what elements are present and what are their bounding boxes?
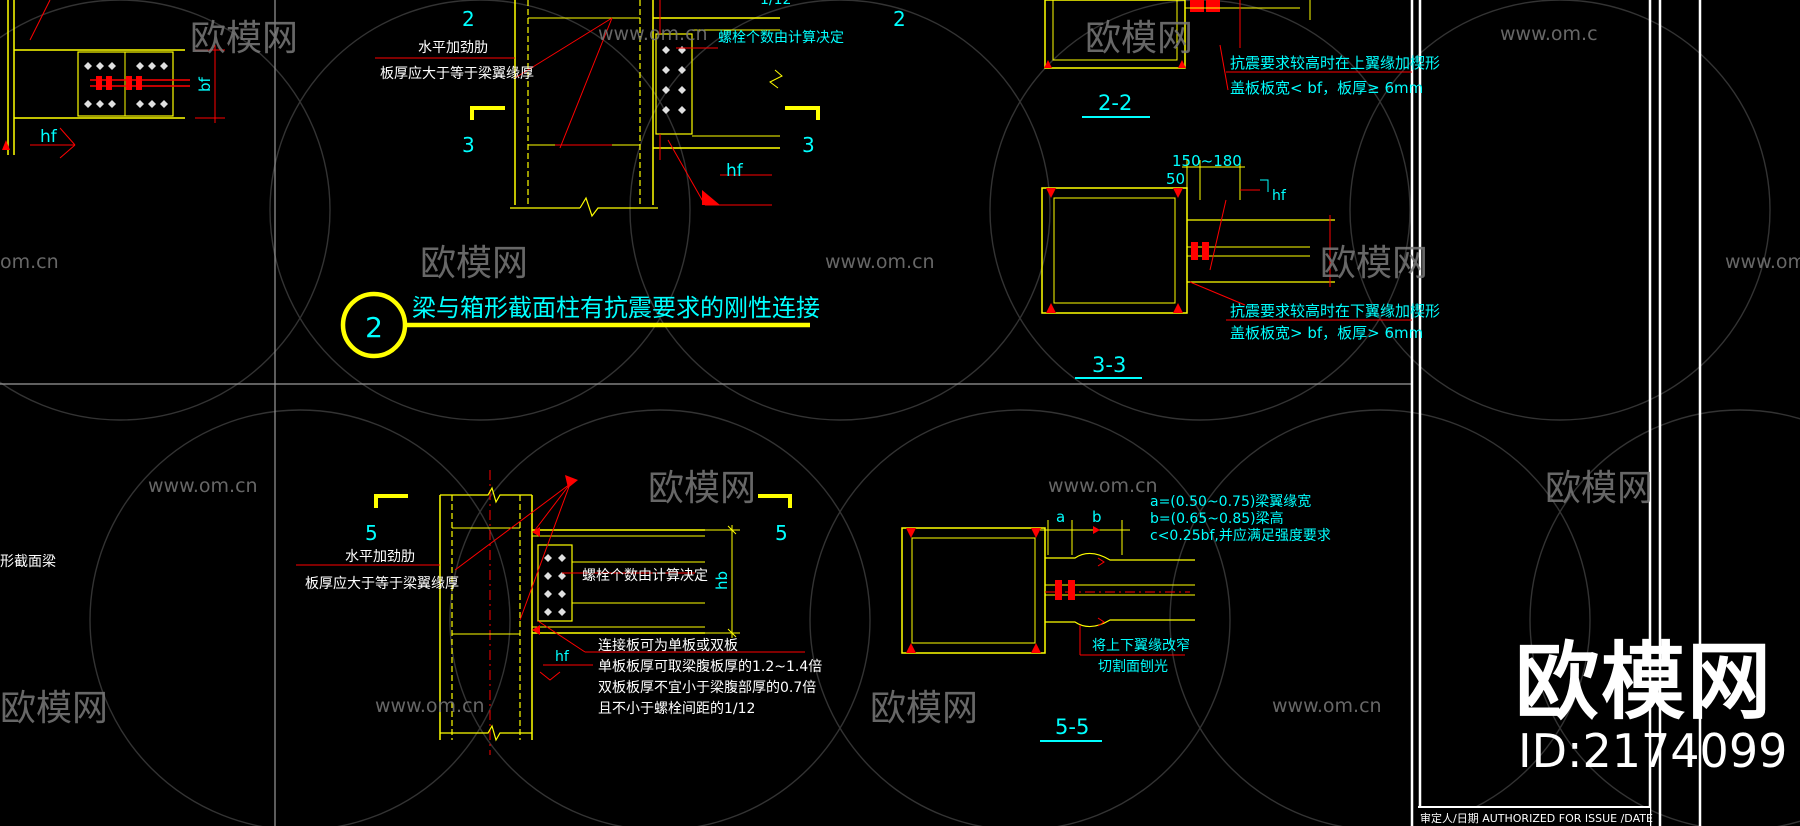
brand-logo: 欧模网 [1515, 633, 1774, 731]
watermark-logo: 欧模网 [0, 688, 108, 729]
section-mark-3-right [785, 106, 820, 120]
detail-2-stiffener-line2: 板厚应大于等于梁翼缘厚 [380, 65, 534, 82]
detail-2-title-block: 2 梁与箱形截面柱有抗震要求的刚性连接 [340, 291, 820, 359]
detail-2-title: 梁与箱形截面柱有抗震要求的刚性连接 [412, 294, 820, 322]
section-5-5-note2: 切割面刨光 [1098, 658, 1168, 675]
watermark-url: www.om.cn [1048, 475, 1158, 497]
watermark-url: www.om.cn [1725, 251, 1800, 273]
watermark-logo: 欧模网 [190, 18, 298, 59]
detail-2-top-number-left: 2 [462, 7, 475, 31]
detail-5-plate-note3: 双板板厚不宜小于梁腹部厚的0.7倍 [598, 679, 816, 696]
section-2-2-label: 2-2 [1098, 91, 1132, 115]
section-3-3-label: 3-3 [1092, 353, 1126, 377]
detail-5-bolt-note: 螺栓个数由计算决定 [582, 568, 708, 584]
section-mark-5-left [374, 494, 408, 508]
section-5-5-formula2: b=(0.65~0.85)梁高 [1150, 510, 1284, 527]
detail-2-elevation: hf 1/12 螺栓个数由计算决定 2 2 水平加劲肋 板厚应大于等于梁翼缘厚 … [375, 0, 906, 218]
section-mark-3-left [470, 106, 505, 120]
detail-5-elevation: hb 螺栓个数由计算决定 5 5 水平加劲肋 板厚应大于等于梁翼缘厚 连接板可为… [0, 470, 822, 755]
top-left-hf-label: hf [40, 127, 58, 147]
watermark-url: om.cn [0, 251, 59, 273]
detail-2-bolt-note: 螺栓个数由计算决定 [718, 30, 844, 46]
title-block-footer-text: 审定人/日期 AUTHORIZED FOR ISSUE /DATE [1420, 812, 1653, 825]
section-5-5-note1: 将上下翼缘改窄 [1092, 637, 1190, 654]
section-mark-5-left-number: 5 [365, 521, 378, 545]
detail-2-number: 2 [365, 311, 383, 344]
brand-id-label: ID:2174099 [1518, 724, 1788, 778]
section-2-2-note1: 抗震要求较高时在上翼缘加楔形 [1230, 54, 1440, 72]
section-5-5-formula3: c<0.25bf,并应满足强度要求 [1150, 527, 1331, 544]
section-3-3-note1: 抗震要求较高时在下翼缘加楔形 [1230, 302, 1440, 320]
section-3-3-hf-label: hf [1272, 188, 1287, 204]
watermark-logo: 欧模网 [420, 243, 528, 284]
section-3-3-note2: 盖板板宽> bf，板厚> 6mm [1230, 324, 1423, 342]
top-left-bf-label: bf [196, 76, 214, 92]
section-2-2-note2: 盖板板宽< bf，板厚≥ 6mm [1230, 79, 1423, 97]
watermark-logo: 欧模网 [1085, 18, 1193, 59]
section-3-3-dim-range: 150~180 [1172, 152, 1242, 170]
watermark-layer: 欧模网 欧模网 欧模网 欧模网 欧模网 欧模网 欧模网 欧模网 [0, 18, 1653, 729]
watermark-url: www.om.cn [375, 695, 485, 717]
watermark-url: www.om.cn [598, 23, 708, 45]
watermark-url: www.om.c [1500, 23, 1598, 45]
detail-5-plate-note2: 单板板厚可取梁腹板厚的1.2~1.4倍 [598, 658, 822, 675]
watermark-url: www.om.cn [1272, 695, 1382, 717]
title-block-frame [1410, 0, 1702, 826]
section-2-2: 2-2 抗震要求较高时在上翼缘加楔形 盖板板宽< bf，板厚≥ 6mm [1044, 0, 1440, 118]
detail-5-hb-label: hb [713, 571, 731, 590]
detail-top-left: hf bf [2, 0, 225, 159]
detail-2-fragment-top: 1/12 [760, 0, 791, 8]
section-3-3: 150~180 50 hf 3-3 抗震要求较高时在下翼缘加楔形 盖板板宽> b… [1041, 152, 1440, 379]
drawing-frame [0, 0, 1412, 826]
section-mark-3-left-number: 3 [462, 133, 475, 157]
section-5-5-formula1: a=(0.50~0.75)梁翼缘宽 [1150, 493, 1311, 510]
detail-5-left-fragment: 形截面梁 [0, 554, 56, 570]
watermark-url-layer: www.om.cn www.om.c om.cn www.om.cn www.o… [0, 23, 1800, 717]
section-mark-3-right-number: 3 [802, 133, 815, 157]
detail-2-top-number-right: 2 [893, 7, 906, 31]
section-5-5-label: 5-5 [1055, 715, 1089, 739]
detail-5-plate-note4: 且不小于螺栓间距的1/12 [598, 701, 755, 717]
watermark-logo: 欧模网 [1320, 243, 1428, 284]
watermark-url: www.om.cn [148, 475, 258, 497]
title-block-footer [1418, 806, 1650, 826]
detail-2-stiffener-line1: 水平加劲肋 [418, 40, 488, 56]
section-5-5: a b a=(0.50~0.75)梁翼缘宽 b=(0.65~0.85)梁高 c<… [901, 493, 1331, 742]
watermark-logo: 欧模网 [648, 468, 756, 509]
section-5-5-b: b [1092, 508, 1102, 526]
detail-5-stiffener-line1: 水平加劲肋 [345, 549, 415, 565]
detail-5-stiffener-line2: 板厚应大于等于梁翼缘厚 [305, 575, 459, 592]
section-mark-5-right [758, 494, 792, 508]
section-3-3-dim-50: 50 [1166, 170, 1185, 188]
section-mark-5-right-number: 5 [775, 521, 788, 545]
detail-5-plate-note1: 连接板可为单板或双板 [598, 637, 738, 654]
watermark-logo: 欧模网 [870, 688, 978, 729]
watermark-logo: 欧模网 [1545, 468, 1653, 509]
watermark-url: www.om.cn [825, 251, 935, 273]
detail-5-hf-label: hf [555, 649, 570, 665]
section-5-5-a: a [1056, 508, 1065, 526]
detail-2-hf-label: hf [726, 161, 744, 181]
